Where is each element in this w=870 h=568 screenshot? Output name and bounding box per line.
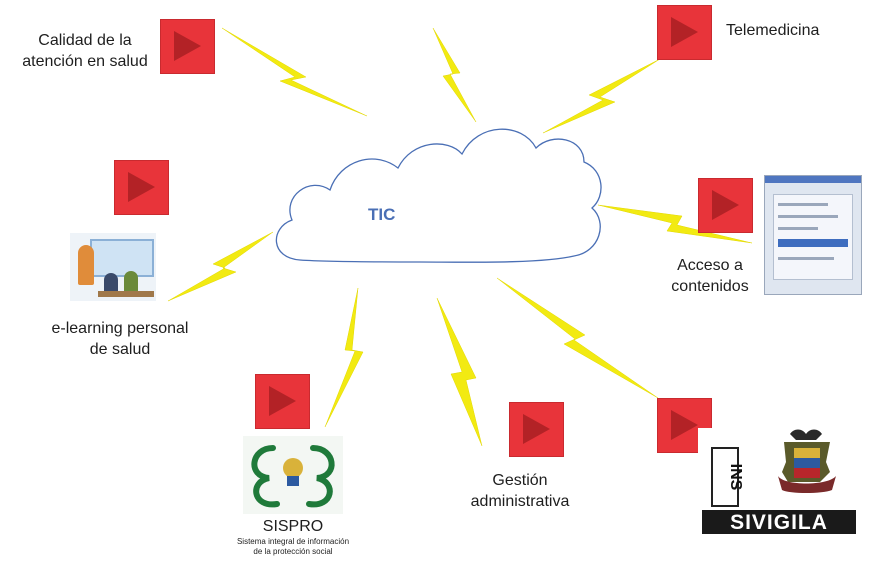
bolt-gestion: [436, 297, 483, 447]
sivigila-banner: [702, 510, 856, 534]
logo-left-curve: [251, 445, 280, 508]
gestion-label: Gestión administrativa: [440, 470, 600, 512]
sispro-label: SISPRO Sistema integral de información d…: [193, 516, 393, 557]
bolt-sispro: [324, 287, 364, 428]
play-icon: [174, 31, 201, 61]
play-icon: [523, 414, 550, 444]
sivigila-logo: INS SIVIGILA: [698, 428, 860, 536]
sispro-logo: [243, 436, 343, 514]
calidad-line1: Calidad de la: [38, 32, 132, 49]
lightning-bolts: [167, 27, 753, 447]
logo-right-curve: [306, 445, 335, 508]
telemedicina-play-button[interactable]: [657, 5, 712, 60]
elearning-label: e-learning personal de salud: [20, 318, 220, 360]
classroom-board: [90, 239, 154, 277]
teacher-figure: [78, 245, 94, 285]
sivigila-logo-text: SIVIGILA: [730, 511, 828, 534]
acceso-line2: contenidos: [671, 278, 749, 295]
acceso-label: Acceso a contenidos: [655, 255, 765, 297]
thumb-highlight: [778, 239, 848, 247]
desk: [98, 291, 154, 297]
logo-emblem: [283, 458, 303, 478]
bolt-top: [432, 27, 477, 123]
elearning-line2: de salud: [89, 341, 151, 358]
calidad-label: Calidad de la atención en salud: [0, 30, 170, 72]
calidad-line2: atención en salud: [22, 53, 148, 70]
thumb-panel: [773, 194, 853, 280]
elearning-classroom-image: [70, 233, 156, 301]
center-label: TIC: [368, 205, 396, 224]
sivigila-play-button[interactable]: [657, 398, 712, 453]
play-icon: [269, 386, 296, 416]
play-icon: [671, 17, 698, 47]
thumb-titlebar: [765, 176, 861, 183]
bolt-acceso: [597, 204, 753, 244]
gestion-play-button[interactable]: [509, 402, 564, 457]
sispro-sub2: de la protección social: [253, 547, 333, 556]
thumb-row: [778, 203, 828, 206]
play-icon: [128, 172, 155, 202]
calidad-play-button[interactable]: [160, 19, 215, 74]
elearning-line1: e-learning personal: [51, 320, 189, 337]
ins-logo-text: INS: [727, 464, 744, 491]
gestion-line2: administrativa: [470, 493, 570, 510]
acceso-screenshot-thumbnail: [764, 175, 862, 295]
coat-of-arms: [778, 429, 836, 493]
cloud-shape: [275, 128, 602, 263]
acceso-play-button[interactable]: [698, 178, 753, 233]
play-icon: [671, 410, 698, 440]
logo-emblem-base: [287, 476, 299, 486]
thumb-row: [778, 257, 834, 260]
bolt-telemedicina: [542, 58, 661, 134]
bolt-calidad: [221, 27, 368, 117]
student-figure: [104, 273, 118, 295]
sispro-title: SISPRO: [262, 518, 324, 535]
student-figure: [124, 271, 138, 295]
sispro-play-button[interactable]: [255, 374, 310, 429]
acceso-line1: Acceso a: [677, 257, 743, 274]
thumb-row: [778, 215, 838, 218]
play-icon: [712, 190, 739, 220]
telemedicina-label: Telemedicina: [726, 22, 820, 39]
bolt-elearning: [167, 231, 274, 302]
ins-logo-frame: [711, 447, 739, 507]
elearning-play-button[interactable]: [114, 160, 169, 215]
gestion-line1: Gestión: [492, 472, 548, 489]
bolt-sivigila: [496, 277, 659, 399]
sispro-sub1: Sistema integral de información: [236, 537, 350, 546]
ins-logo-label: INS: [727, 464, 744, 491]
thumb-row: [778, 227, 818, 230]
